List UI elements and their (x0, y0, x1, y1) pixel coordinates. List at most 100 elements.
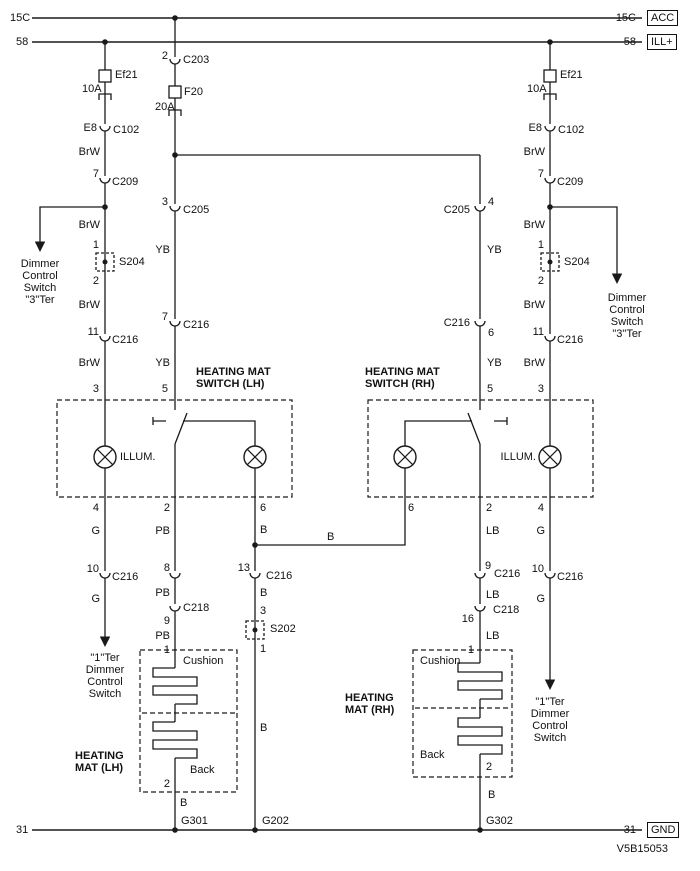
wire-brw-left-2: BrW (78, 219, 100, 231)
wire-brw-right-3: BrW (523, 299, 545, 311)
splice-points (95, 252, 560, 640)
conn-c216-right-label-a: C216 (557, 334, 584, 346)
connector-c209-right-icon (544, 177, 556, 184)
lamp-indicator-rh-icon (393, 445, 417, 469)
wire-pb-2: PB (155, 587, 170, 599)
wire-g-right-2: G (536, 593, 545, 605)
wire-b-mat-lh: B (180, 797, 188, 809)
connector-c102-right-icon (544, 125, 556, 132)
conn-c216-left-pin10: 10 (86, 563, 99, 575)
splice-s204-right-pin2: 2 (537, 275, 544, 287)
lamp-indicator-lh-icon (243, 445, 267, 469)
pin2-rh: 2 (486, 502, 493, 514)
wire-lb-3: LB (486, 630, 500, 642)
heating-mat-rh-box (412, 649, 513, 778)
connector-c216-lh-icon (169, 320, 181, 327)
splice-s202-pin3: 3 (260, 605, 267, 617)
pin6-rh: 6 (408, 502, 415, 514)
wire-lb-2: LB (486, 589, 500, 601)
wire-brw-right-1: BrW (523, 146, 545, 158)
lamp-symbols (93, 445, 562, 469)
conn-c216-pin13: 13 (237, 562, 250, 574)
pin3-left: 3 (92, 383, 99, 395)
conn-c218-lh-label: C218 (183, 602, 210, 614)
connector-c216-pin8-icon (169, 572, 181, 579)
connector-c216-pin13-icon (249, 572, 261, 579)
fuse-f20-icon (168, 85, 182, 99)
conn-c216-rh-label-b: C216 (494, 568, 521, 580)
pin5-rh: 5 (487, 383, 494, 395)
wire-g-left-2: G (91, 593, 100, 605)
pin5-lh: 5 (161, 383, 168, 395)
component-boxes (56, 399, 594, 793)
conn-c209-right-pin: 7 (537, 168, 544, 180)
splice-s204-right-pin1: 1 (537, 239, 544, 251)
switch-blade-lh (174, 412, 188, 445)
wire-yb-rh-1: YB (487, 244, 502, 256)
connector-c216-left-icon-a (99, 335, 111, 342)
conn-c216-right-pin10: 10 (531, 563, 544, 575)
wire-pb-3: PB (155, 630, 170, 642)
junction-dots (102, 15, 553, 833)
ground-g301-label: G301 (181, 815, 208, 827)
connector-c209-left-icon (99, 177, 111, 184)
mat-rh-back-label: Back (420, 749, 445, 761)
wire-g-right-1: G (536, 525, 545, 537)
splice-s204-left-pin1: 1 (92, 239, 99, 251)
pin1-mat-lh: 1 (163, 644, 170, 656)
conn-c216-left-label-b: C216 (112, 571, 139, 583)
wire-right-branch-arrow (550, 206, 623, 284)
acc-box-label: ACC (647, 10, 679, 26)
wire-b-3: B (260, 722, 268, 734)
wire-b-1: B (260, 524, 268, 536)
splice-s204-right-label: S204 (564, 256, 590, 268)
fuse-f20-rating: 20A (155, 101, 175, 113)
conn-c216-lh-pin7: 7 (161, 311, 168, 323)
pin2-lh: 2 (163, 502, 170, 514)
splice-s204-right-icon (540, 252, 560, 272)
wire-brw-left-4: BrW (78, 357, 100, 369)
connector-c205-lh-icon (169, 205, 181, 212)
wire-brw-right-4: BrW (523, 357, 545, 369)
conn-c216-rh-pin9: 9 (485, 560, 492, 572)
lamp-illum-right-label: ILLUM. (500, 451, 536, 463)
conn-c203-label: C203 (183, 54, 210, 66)
pin3-right: 3 (537, 383, 544, 395)
gnd-box-label: GND (647, 822, 680, 838)
heating-mat-switch-lh-box (56, 399, 293, 498)
switch-blade-rh (467, 412, 481, 445)
conn-c205-rh-pin4: 4 (488, 196, 495, 208)
conn-c216-right-label-b: C216 (557, 571, 584, 583)
splice-s204-left-label: S204 (119, 256, 145, 268)
heating-element-lh-back (152, 721, 198, 759)
mat-lh-cushion-label: Cushion (183, 655, 224, 667)
diagram-code: V5B15053 (616, 843, 668, 855)
splice-s202-icon (245, 620, 265, 640)
rail-15c-label-left: 15C (10, 12, 31, 24)
fuse-ef21-right-name: Ef21 (560, 69, 583, 81)
connector-c203-icon (169, 58, 181, 65)
wire-pb-1: PB (155, 525, 170, 537)
connector-c216-rh-icon (474, 320, 486, 327)
dest-dimmer-switch-left: Dimmer Control Switch "3"Ter (20, 258, 60, 306)
splice-s204-left-pin2: 2 (92, 275, 99, 287)
conn-c203-pin2: 2 (161, 50, 168, 62)
heating-element-lh-cushion (152, 667, 198, 705)
wire-brw-right-2: BrW (523, 219, 545, 231)
wire-yb-rh-2: YB (487, 357, 502, 369)
rail-31-label-right: 31 (623, 824, 636, 836)
mat-rh-cushion-label: Cushion (420, 655, 461, 667)
rail-58-label-right: 58 (623, 36, 636, 48)
conn-c216-pin8: 8 (163, 562, 170, 574)
heating-mat-switch-rh-box (367, 399, 594, 498)
pin4-right: 4 (537, 502, 544, 514)
fuse-ef21-right-icon (543, 69, 557, 83)
connector-c218-rh-icon (474, 605, 486, 612)
conn-c205-lh-pin3: 3 (161, 196, 168, 208)
splice-s204-left-icon (95, 252, 115, 272)
conn-c216-rh-pin6: 6 (488, 327, 495, 339)
conn-c218-rh-pin16: 16 (461, 613, 474, 625)
connector-c205-rh-icon (474, 205, 486, 212)
rail-31-label-left: 31 (16, 824, 29, 836)
